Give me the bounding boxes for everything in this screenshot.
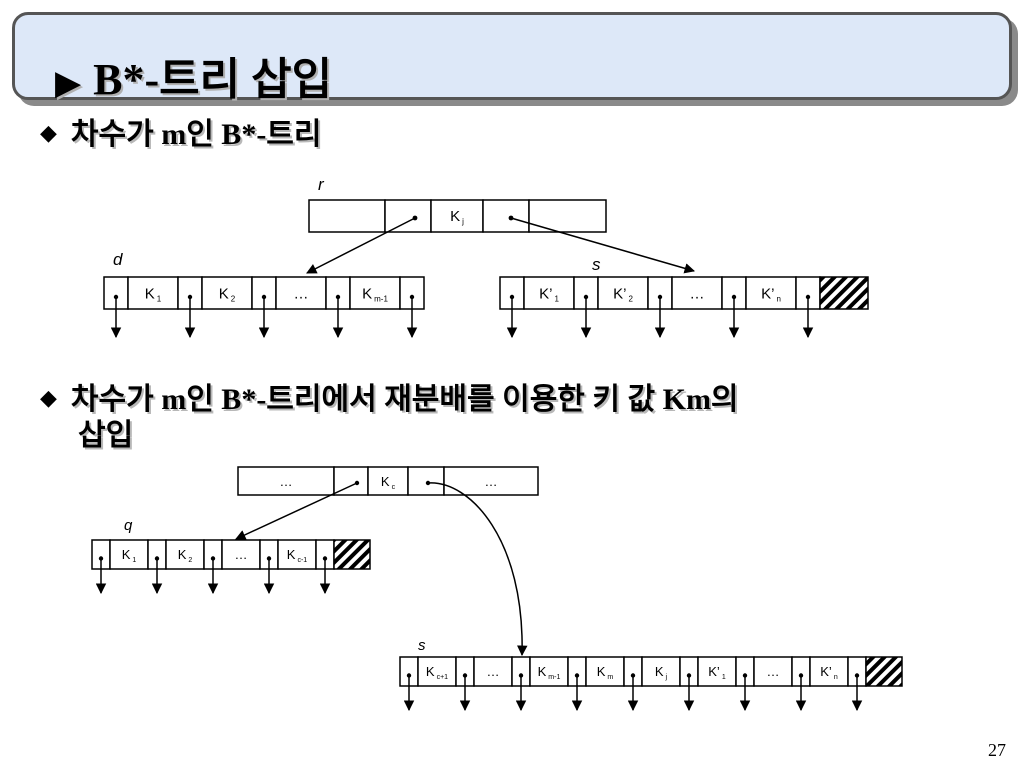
label-r: r <box>318 175 325 194</box>
node-s-merged-key-cell <box>697 656 737 687</box>
slide-title: ▶ B*-트리 삽입 <box>55 43 332 107</box>
top-node <box>235 466 539 657</box>
node-s <box>499 276 869 339</box>
bullet-2-text-line1: 차수가 m인 B*-트리에서 재분배를 이용한 키 값 Km의 <box>70 383 739 416</box>
root-node-r <box>306 199 696 274</box>
diamond-bullet-icon: ◆ <box>40 121 57 146</box>
node-s-merged-key-6: K’1 <box>708 664 726 681</box>
node-s-merged-key-cell <box>529 656 569 687</box>
node-s-merged-key-cell <box>473 656 513 687</box>
top-key-3: … <box>485 474 498 489</box>
node-d-key-cell <box>127 276 179 310</box>
node-s-merged-key-7: … <box>767 664 780 679</box>
node-s-merged-key-cell <box>585 656 625 687</box>
root-cell <box>308 199 386 233</box>
node-q <box>91 539 371 595</box>
node-d-key-cell <box>201 276 253 310</box>
bullet-1-text: 차수가 m인 B*-트리 <box>70 118 322 151</box>
node-q-key-cell <box>277 539 317 570</box>
play-triangle-icon: ▶ <box>55 63 82 103</box>
bullet-2: ◆ 차수가 m인 B*-트리에서 재분배를 이용한 키 값 Km의 삽입 <box>40 381 970 454</box>
node-s-merged-key-cell <box>641 656 681 687</box>
node-s-merged-key-cell <box>753 656 793 687</box>
node-s-merged <box>399 656 903 712</box>
top-key-cell <box>237 466 335 496</box>
node-d <box>103 276 425 339</box>
node-s-key-3: … <box>690 285 705 302</box>
node-s-merged-key-cell <box>809 656 849 687</box>
label-s2: s <box>418 637 426 654</box>
node-s-merged-key-8: K’n <box>820 664 838 681</box>
node-s-merged-unused-slot <box>865 656 903 687</box>
node-d-key-cell <box>275 276 327 310</box>
label-s: s <box>592 255 601 274</box>
node-s-key-2: K’2 <box>613 285 633 303</box>
page-number: 27 <box>988 740 1006 760</box>
bullet-1: ◆ 차수가 m인 B*-트리 <box>40 116 322 153</box>
node-s-key-cell <box>523 276 575 310</box>
diamond-bullet-icon: ◆ <box>40 386 57 411</box>
title-banner: ▶ B*-트리 삽입 <box>12 12 1012 104</box>
node-d-key-cell <box>349 276 401 310</box>
label-d: d <box>113 250 123 269</box>
node-d-key-3: … <box>294 285 309 302</box>
root-cell <box>528 199 607 233</box>
arrow-r-to-d <box>306 217 416 274</box>
slide-title-text: B*-트리 삽입 <box>93 55 333 104</box>
node-s-merged-key-cell <box>417 656 457 687</box>
label-q: q <box>124 517 133 534</box>
arrow-r-to-s <box>510 217 696 274</box>
root-ptr-cell <box>384 199 432 233</box>
node-s-key-cell <box>597 276 649 310</box>
top-key-1: … <box>280 474 293 489</box>
node-s-merged-key-2: … <box>487 664 500 679</box>
top-ptr-cell <box>407 466 445 496</box>
node-q-unused-slot <box>333 539 371 570</box>
node-s-key-4: K’n <box>761 285 781 303</box>
node-s-key-1: K’1 <box>539 285 559 303</box>
node-s-unused-slot <box>819 276 869 310</box>
arrow-to-s <box>427 482 528 657</box>
bullet-2-text-line2: 삽입 <box>78 419 134 452</box>
root-ptr-cell <box>482 199 530 233</box>
node-q-key-3: … <box>235 547 248 562</box>
node-s-key-cell <box>671 276 723 310</box>
top-key-cell <box>443 466 539 496</box>
node-s-key-cell <box>745 276 797 310</box>
arrow-to-q <box>235 482 358 540</box>
